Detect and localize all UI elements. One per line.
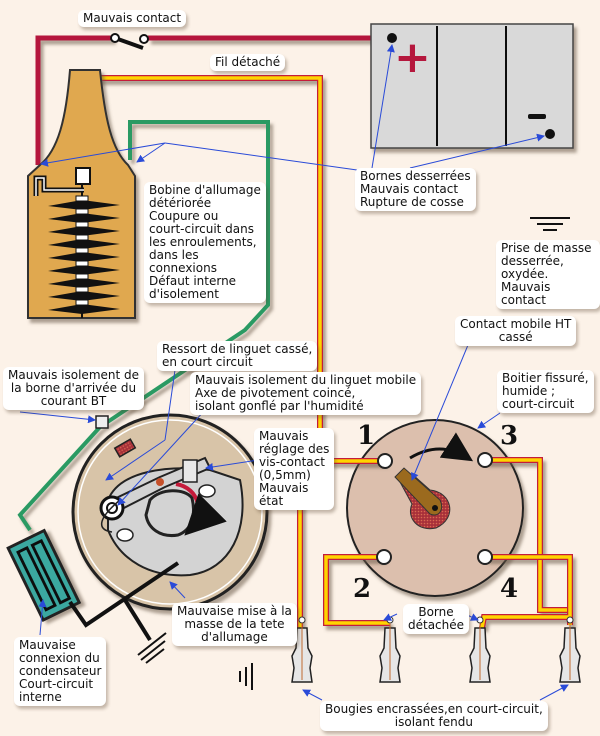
coil-winding-core — [75, 208, 89, 215]
label-mise-a-la-masse: Mauvaise mise à la masse de la tete d'al… — [172, 603, 297, 646]
terminal-4 — [477, 549, 493, 565]
label-contact-mobile-ht: Contact mobile HT cassé — [455, 316, 577, 346]
rotation-arrow-icon — [409, 432, 474, 462]
minus-icon — [528, 114, 546, 119]
spark-plug — [291, 616, 313, 683]
label-bougies: Bougies encrassées,en court-circuit, iso… — [320, 701, 548, 731]
label-reglage-vis-contact: Mauvais réglage des vis-contact (0,5mm) … — [254, 428, 335, 510]
coil-winding-plate — [48, 291, 120, 301]
label-isolement-borne-bt: Mauvais isolement de la borne d'arrivée … — [3, 367, 145, 410]
rotor-arm — [394, 467, 451, 530]
coil-winding-core — [75, 234, 89, 241]
cylinder-number-3: 3 — [500, 421, 518, 451]
label-ressort-linguet: Ressort de linguet cassé, en court circu… — [157, 341, 318, 371]
coil-winding-plate — [48, 265, 120, 275]
coil-windings — [48, 184, 120, 318]
battery-ground-icon — [530, 217, 570, 231]
condenser-ground-wire — [68, 561, 180, 628]
coil-winding-core — [75, 286, 89, 293]
coil-winding-core — [75, 260, 89, 267]
coil-winding-plate — [48, 278, 120, 288]
coil-winding-plate — [48, 200, 120, 210]
coil-winding-core — [75, 221, 89, 228]
cylinder-number-1: 1 — [357, 421, 375, 451]
head-ground-wire — [123, 598, 152, 642]
plus-icon: + — [394, 32, 431, 83]
pointer-lines — [19, 44, 569, 701]
coil-winding-plate — [48, 226, 120, 236]
spark-plug — [379, 616, 401, 683]
label-borne-detachee: Borne détachée — [403, 604, 470, 634]
battery — [370, 23, 574, 149]
label-bornes-desserrees: Bornes desserrées Mauvais contact Ruptur… — [355, 168, 476, 211]
head-ground-icon — [137, 632, 167, 664]
label-isolement-linguet: Mauvais isolement du linguet mobile Axe … — [190, 372, 422, 415]
label-condensateur: Mauvaise connexion du condensateur Court… — [14, 637, 107, 706]
spark-plug — [559, 616, 581, 683]
battery-positive-terminal — [387, 33, 397, 43]
coil-winding-plate — [48, 213, 120, 223]
breaker-spring — [101, 499, 121, 533]
coil-winding-plate — [48, 239, 120, 249]
coil-winding-plate — [48, 304, 120, 314]
low-tension-wire — [35, 35, 392, 165]
label-bobine-allumage: Bobine d'allumage détériorée Coupure ou … — [144, 182, 266, 303]
terminal-2 — [376, 549, 392, 565]
label-mauvais-contact: Mauvais contact — [78, 10, 187, 27]
bt-input-terminal — [95, 415, 137, 458]
label-fil-detache: Fil détaché — [210, 54, 286, 71]
coil-ht-tower — [75, 167, 91, 185]
distributor-terminals — [376, 452, 493, 565]
cylinder-number-2: 2 — [353, 574, 371, 604]
label-boitier-fissure: Boitier fissuré, humide ; court-circuit — [497, 370, 594, 413]
coil-winding-core — [75, 273, 89, 280]
spark-plug — [469, 616, 491, 683]
ignition-switch — [110, 33, 149, 50]
cylinder-number-4: 4 — [500, 574, 518, 604]
cam-rotation-arrow-icon — [175, 482, 227, 536]
condenser — [6, 528, 82, 623]
coil-winding-core — [75, 247, 89, 254]
spark-plugs — [291, 616, 581, 683]
engine-ground-icon — [239, 663, 253, 690]
cam — [144, 489, 195, 538]
coil-winding-core — [75, 299, 89, 306]
coil-winding-core — [75, 195, 89, 202]
label-prise-de-masse: Prise de masse desserrée, oxydée. Mauvai… — [496, 240, 600, 309]
coil-winding-plate — [48, 252, 120, 262]
terminal-1 — [377, 453, 393, 469]
terminal-3 — [477, 452, 493, 468]
cylinder-numbers: 1 3 2 4 — [353, 421, 518, 604]
